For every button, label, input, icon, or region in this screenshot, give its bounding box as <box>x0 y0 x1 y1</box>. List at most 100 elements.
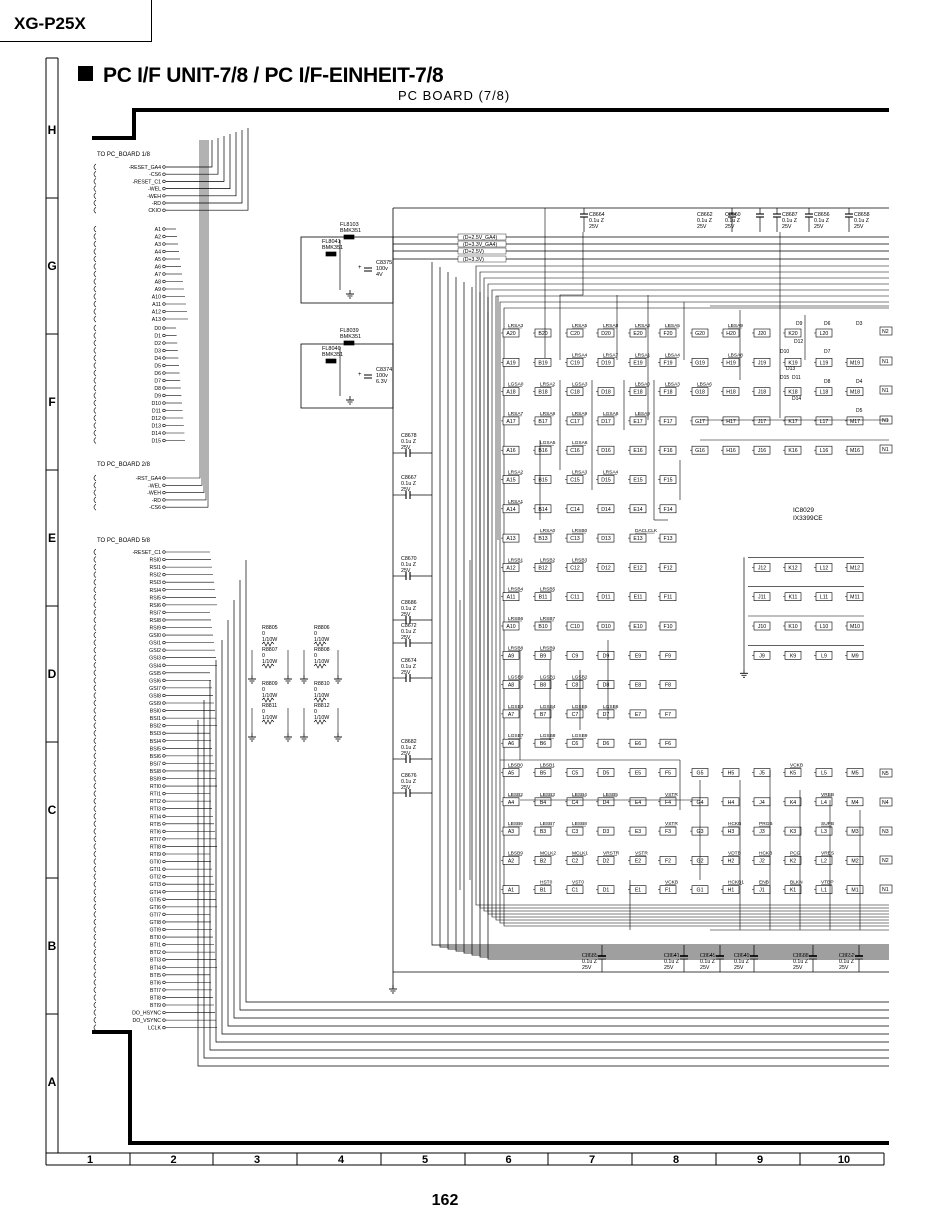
connector-pin-mark <box>93 858 97 865</box>
bga-pin-row: 5 <box>511 771 514 777</box>
bga-pin-row: 5 <box>575 771 578 777</box>
filter-body <box>343 234 355 240</box>
filter-part: BMK351 <box>322 352 343 358</box>
filter-part: BMK351 <box>340 334 361 340</box>
net-label: LBSA9 <box>635 411 650 417</box>
bga-pin-row: 19 <box>637 360 643 366</box>
cap-voltage: 25V <box>814 224 824 230</box>
bga-pin-row: 2 <box>543 858 546 864</box>
resistor-value: 0 <box>262 709 265 715</box>
net-label: LRSB8 <box>508 645 524 651</box>
connector-pin-mark <box>93 669 97 677</box>
resistor-power: 1/10W <box>262 715 277 721</box>
bga-pin-label: A4 <box>508 800 514 806</box>
bga-pin-label: J3 <box>759 829 765 835</box>
connector-pin-mark <box>93 496 97 504</box>
bga-pin-label: N1 <box>882 447 889 453</box>
connector-pin-label: GTI7 <box>149 912 161 918</box>
column-label-8: 8 <box>673 1154 679 1166</box>
connector-pin-mark <box>93 948 97 956</box>
net-label: LRSB1 <box>508 557 524 563</box>
net-label: LGSB6 <box>603 704 619 710</box>
bga-pin-label: K18 <box>788 390 797 396</box>
connector-pin-terminal <box>162 363 166 368</box>
connector-pin-label: RSI9 <box>149 626 161 632</box>
connector-pin-terminal <box>162 165 166 169</box>
connector-pin-label: RTI1 <box>150 792 161 798</box>
bga-pin-label: N5 <box>882 771 889 777</box>
bga-pin-label: B10 <box>538 624 547 630</box>
bga-pin-label: K3 <box>790 829 796 835</box>
bga-pin-row: 15 <box>510 478 516 484</box>
bga-pin-label: K1 <box>790 888 796 894</box>
net-label: LGSB3 <box>508 704 524 710</box>
bga-pin-label: J11 <box>758 595 766 601</box>
bga-pin-label: A16 <box>506 448 515 454</box>
connector-pin-terminal <box>162 663 166 667</box>
bga-pin-row: 10 <box>823 624 829 630</box>
connector-pin-label: GTI8 <box>149 920 161 926</box>
bga-pin-label: F11 <box>664 595 673 601</box>
cap-ref: C8660 <box>725 212 741 218</box>
net-label: HCKB <box>728 821 741 827</box>
bus-wire <box>209 680 889 1051</box>
connector-pin-mark <box>93 199 97 207</box>
connector-pin-terminal <box>162 423 166 428</box>
net-label: HST0 <box>540 880 553 886</box>
connector-pin-label: GSI2 <box>149 648 161 654</box>
connector-pin-mark <box>93 616 97 624</box>
connector-pin-mark <box>93 782 97 790</box>
bga-pin-row: 10 <box>854 624 860 630</box>
bga-pin-row: 5 <box>701 771 704 777</box>
column-label-3: 3 <box>254 1154 260 1166</box>
model-number: XG-P25X <box>14 14 86 33</box>
resistor-ref: R8807 <box>262 647 278 653</box>
net-label: LRSA7 <box>508 411 524 417</box>
bus-wire <box>166 140 201 479</box>
bga-pin-row: 2 <box>731 858 734 864</box>
connector-pin-mark <box>93 918 97 926</box>
bga-pin-row: 12 <box>792 565 798 571</box>
bga-pin-label: E12 <box>633 565 642 571</box>
rail-label-box <box>457 240 507 248</box>
cap-ref: C8662 <box>697 212 713 218</box>
bus-wire <box>197 720 889 1067</box>
bga-pin-row: 2 <box>824 858 827 864</box>
net-label: LRSA4 <box>603 470 619 476</box>
bga-pin-label: L19 <box>820 360 829 366</box>
bga-pin-label: C8 <box>572 683 579 689</box>
row-label-c: C <box>48 803 57 817</box>
column-label-5: 5 <box>422 1154 428 1166</box>
bga-pin-label: A17 <box>506 419 515 425</box>
bga-pin-label: M1 <box>851 888 858 894</box>
bga-pin-label: A20 <box>506 331 515 337</box>
connector-pin-mark <box>93 474 97 482</box>
net-label: HCKB <box>759 850 772 856</box>
connector-pin-mark <box>93 903 97 911</box>
bga-pin-row: 19 <box>699 360 705 366</box>
data-bus-label: D5 <box>856 408 863 414</box>
bga-pin-label: K12 <box>788 565 797 571</box>
cap-ref: C8688 <box>793 953 809 959</box>
connector-pin-label: RSI0 <box>149 558 161 564</box>
cap-voltage: 25V <box>401 612 411 618</box>
bus-wire <box>245 560 889 1003</box>
bga-pin-row: 12 <box>637 565 643 571</box>
connector-pin-label: RTI2 <box>150 799 161 805</box>
rail-label: (D+3.3V_GA4) <box>463 242 497 248</box>
bga-pin-row: 10 <box>637 624 643 630</box>
connector-pin-label: RSI3 <box>149 580 161 586</box>
net-label: LGSB4 <box>540 704 556 710</box>
connector-pin-label: A3 <box>155 242 161 248</box>
connector-pin-label: -RD <box>152 201 161 207</box>
bga-pin-row: 13 <box>542 536 548 542</box>
connector-pin-terminal <box>162 498 166 502</box>
filter-part: BMK351 <box>340 228 361 234</box>
bga-pin-row: 12 <box>667 565 673 571</box>
connector-pin-terminal <box>162 550 166 554</box>
bga-pin-label: E15 <box>633 478 642 484</box>
bga-pin-label: B1 <box>540 888 546 894</box>
cap-ref: C8686 <box>401 600 417 606</box>
